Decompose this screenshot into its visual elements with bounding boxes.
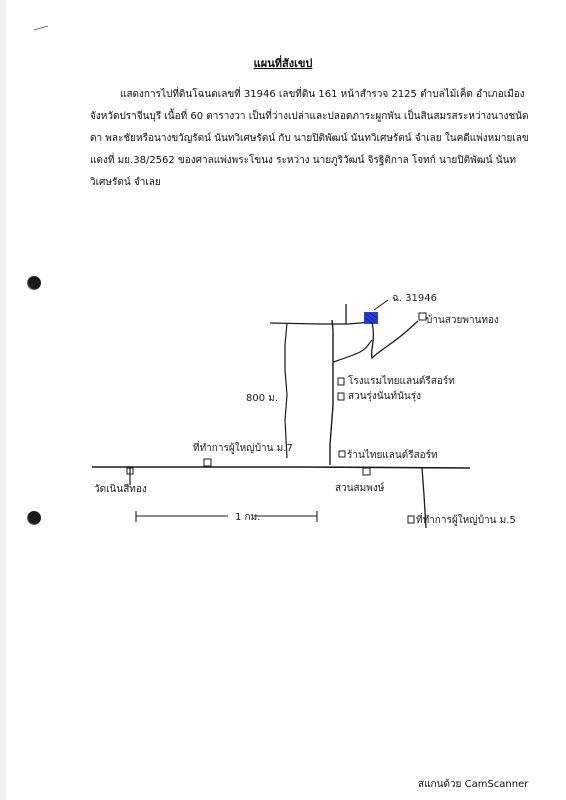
house-branch: [370, 320, 419, 360]
temple-marker: [126, 467, 134, 475]
resort-label: ร้านไทยแลนด์รีสอร์ท: [347, 449, 438, 461]
distance-line-horizontal: [135, 511, 318, 522]
village-office-left-label: ที่ทำการผู้ใหญ่บ้าน ม.7: [193, 440, 293, 454]
description-text: แสดงการไปที่ดินโฉนดเลขที่ 31946 เลขที่ดิ…: [90, 89, 529, 188]
scanner-watermark: สแกนด้วย CamScanner: [418, 779, 529, 790]
house-branch-join: [332, 339, 373, 363]
garden-label: สวนสมพงษ์: [335, 482, 385, 494]
land-leader: [373, 299, 389, 311]
description-paragraph: แสดงการไปที่ดินโฉนดเลขที่ 31946 เลขที่ดิ…: [90, 84, 530, 194]
top-lane: [269, 321, 373, 325]
temple-label: วัดเนินสีทอง: [94, 483, 147, 495]
house-marker: [418, 312, 427, 321]
right-road: [421, 467, 427, 529]
page-edge: [0, 0, 6, 800]
resort-marker: [338, 450, 346, 458]
page-title: แผนที่สังเขป: [253, 57, 313, 70]
punch-hole-top: [27, 276, 41, 290]
village-office-right-label: ที่ทำการผู้ใหญ่บ้าน ม.5: [416, 512, 516, 526]
village-office-left-marker: [203, 458, 212, 467]
landmark-label-a: โรงแรมไทยแลนด์รีสอร์ท: [348, 374, 455, 387]
marker-a: [337, 377, 345, 386]
land-hatching: [364, 312, 378, 324]
village-office-right-marker: [407, 515, 415, 524]
marker-b: [337, 392, 345, 401]
distance-horizontal-label: 1 กม.: [235, 512, 260, 523]
house-label: บ้านสวยพานทอง: [426, 314, 499, 326]
access-road: [329, 319, 334, 465]
landmark-label-b: สวนรุ่งนันท์นันรุ่ง: [348, 390, 421, 402]
scan-mark: [33, 25, 49, 31]
distance-line-vertical: [284, 322, 288, 459]
main-road: [92, 466, 471, 469]
distance-vertical-label: 800 ม.: [246, 393, 278, 404]
land-deed-label: ฉ. 31946: [392, 293, 437, 304]
garden-marker: [362, 467, 371, 476]
punch-hole-bottom: [27, 511, 41, 525]
